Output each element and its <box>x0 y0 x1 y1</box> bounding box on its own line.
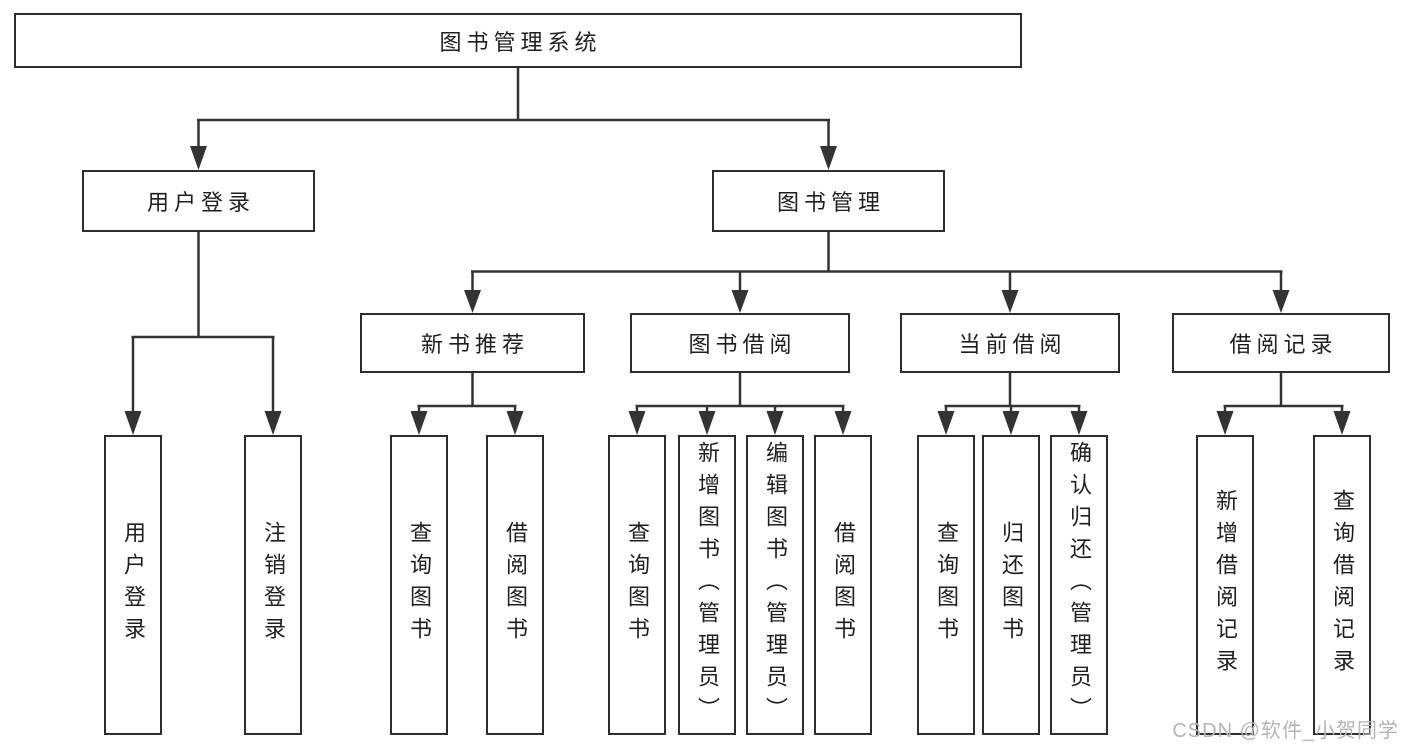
leaf-search-borrow-record: 查询借阅记录 <box>1313 435 1371 735</box>
leaf-add-borrow-record: 新增借阅记录 <box>1196 435 1254 735</box>
leaf-confirm-return-admin: 确认归还（管理员） <box>1050 435 1108 735</box>
node-borrowing-records: 借阅记录 <box>1172 313 1390 373</box>
leaf-borrow-books: 借阅图书 <box>814 435 872 735</box>
leaf-search-books-recommend: 查询图书 <box>390 435 448 735</box>
arrowhead-icons <box>124 146 1351 435</box>
node-book-borrowing: 图书借阅 <box>630 313 850 373</box>
leaf-return-books: 归还图书 <box>982 435 1040 735</box>
leaf-user-login: 用户登录 <box>104 435 162 735</box>
leaf-search-books-borrowing: 查询图书 <box>608 435 666 735</box>
leaf-logout: 注销登录 <box>244 435 302 735</box>
leaf-add-books-admin: 新增图书（管理员） <box>678 435 736 735</box>
node-current-borrowing: 当前借阅 <box>900 313 1120 373</box>
leaf-edit-books-admin: 编辑图书（管理员） <box>746 435 804 735</box>
node-root-system: 图书管理系统 <box>14 13 1022 68</box>
node-user-login: 用户登录 <box>82 170 315 232</box>
leaf-borrow-books-recommend: 借阅图书 <box>486 435 544 735</box>
leaf-search-books-current: 查询图书 <box>917 435 975 735</box>
node-book-management: 图书管理 <box>712 170 945 232</box>
csdn-watermark: CSDN @软件_小贺同学 <box>1172 720 1399 742</box>
node-new-book-recommendation: 新书推荐 <box>360 313 585 373</box>
